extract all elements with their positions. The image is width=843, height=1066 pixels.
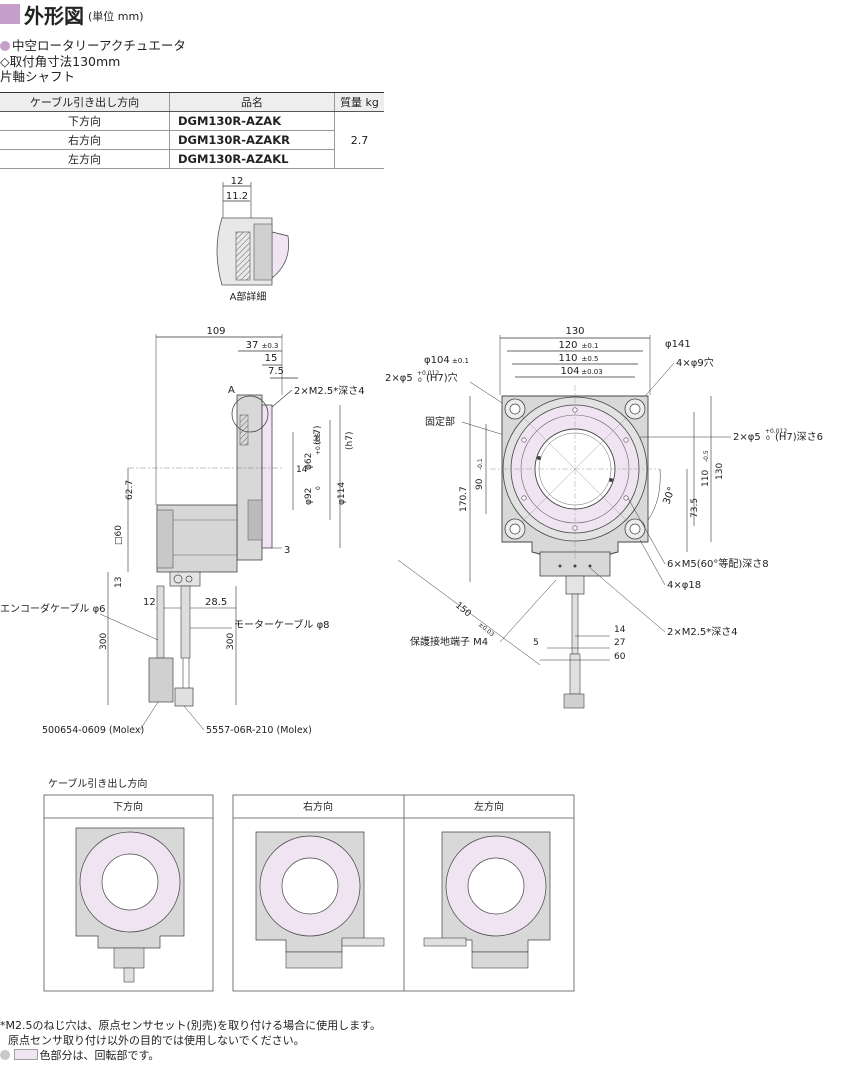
note-1: *M2.5のねじ穴は、原点センサセット(別売)を取り付ける場合に使用します。	[0, 1019, 381, 1032]
dim-120: 120	[558, 340, 577, 351]
dim-60-front: 60	[614, 652, 626, 662]
hole5-tol: +0.012	[417, 370, 439, 377]
table-row: 下方向 DGM130R-AZAK 2.7	[0, 111, 384, 169]
phi104-label: φ104	[424, 355, 450, 366]
hole5-fit: (H7)穴	[426, 371, 458, 384]
legend-dot-icon	[0, 1050, 10, 1060]
phi92-fit: (h7)	[345, 432, 355, 450]
phi92: φ92	[304, 488, 314, 505]
dim-62-7: 62.7	[125, 480, 135, 500]
phi62-tol: +0.035	[315, 433, 322, 455]
hole5-tol2: 0	[418, 377, 422, 384]
note-2: 原点センサ取り付け以外の目的では使用しないでください。	[8, 1034, 305, 1047]
dim-12: 12	[231, 176, 244, 187]
dim-130: 130	[565, 326, 584, 337]
phi62-fit: (H7)	[313, 425, 323, 445]
title-square-icon	[0, 4, 20, 24]
dim-170-7: 170.7	[459, 486, 469, 512]
detail-a-caption: A部詳細	[230, 290, 267, 303]
phi18-label: 4×φ18	[667, 580, 701, 591]
dim-73-5: 73.5	[690, 498, 700, 518]
cable-dir-left: 左方向	[474, 800, 504, 813]
dim-104-tol: ±0.03	[581, 368, 602, 376]
depth6-label: 2×φ5	[733, 432, 761, 443]
dim-150: 150	[453, 601, 473, 620]
table-row: 左方向 DGM130R-AZAKL	[0, 149, 384, 169]
title-block: 外形図 (単位 mm)	[0, 2, 144, 28]
phi92-tol: 0	[315, 486, 322, 490]
ground-label: 保護接地端子 M4	[410, 635, 488, 648]
dim-150-tol: ±0.03	[477, 621, 496, 638]
side-view: 109 37 ±0.3 15 7.5 A 2×M2.5*深さ4 14 φ62 +…	[0, 326, 365, 736]
header-direction: ケーブル引き出し方向	[0, 92, 170, 112]
dim-300a: 300	[99, 633, 109, 650]
dim-13: 13	[114, 577, 124, 588]
cable-dir-down: 下方向	[113, 800, 143, 813]
unit-label: (単位 mm)	[88, 10, 144, 23]
dim-3: 3	[284, 545, 290, 556]
m5-label: 6×M5(60°等配)深さ8	[667, 557, 769, 570]
connector-1-label: 500654-0609 (Molex)	[42, 725, 144, 736]
dim-7-5: 7.5	[268, 366, 284, 377]
note-3: 色部分は、回転部です。	[0, 1048, 381, 1063]
dim-37-tol: ±0.3	[262, 342, 279, 350]
product-name: 中空ロータリーアクチュエータ	[0, 38, 186, 53]
dim-300b: 300	[226, 633, 236, 650]
table-row: 右方向 DGM130R-AZAKR	[0, 130, 384, 150]
dim-12-side: 12	[143, 597, 156, 608]
spec-table: ケーブル引き出し方向 品名 質量 kg 下方向 DGM130R-AZAK 2.7…	[0, 92, 384, 169]
m25-side: 2×M2.5*深さ4	[294, 385, 365, 397]
dim-90-tol: -0.1	[477, 458, 484, 470]
dim-14: 14	[296, 465, 308, 475]
cable-direction-panel: ケーブル引き出し方向 下方向 右方向 左方向	[43, 777, 575, 992]
depth6-tol: +0.012	[765, 428, 787, 435]
hole9-label: 4×φ9穴	[676, 356, 714, 369]
header-model: 品名	[169, 92, 335, 112]
dim-14-front: 14	[614, 625, 626, 635]
cable-dir-title: ケーブル引き出し方向	[48, 777, 147, 790]
connector-2-label: 5557-06R-210 (Molex)	[206, 725, 312, 736]
dim-37: 37	[246, 340, 259, 351]
detail-a: 12 11.2 A部詳細	[216, 176, 290, 303]
cable-dir-right: 右方向	[303, 800, 333, 813]
dim-90: 90	[475, 478, 485, 490]
dim-110: 110	[558, 353, 577, 364]
depth6-tol2: 0	[766, 435, 770, 442]
phi62: φ62	[304, 453, 314, 470]
dim-110v: 110	[701, 470, 711, 487]
dim-110-tol: ±0.5	[582, 355, 599, 363]
hole5-label: 2×φ5	[385, 373, 413, 384]
product-shaft: 片軸シャフト	[0, 69, 76, 84]
phi141-label: φ141	[665, 339, 691, 350]
dim-28-5: 28.5	[205, 597, 227, 608]
dim-11-2: 11.2	[226, 191, 248, 202]
notes: *M2.5のねじ穴は、原点センサセット(別売)を取り付ける場合に使用します。 原…	[0, 1018, 381, 1063]
phi104-tol: ±0.1	[452, 357, 469, 365]
label-a: A	[228, 385, 235, 396]
dim-104: 104	[560, 366, 579, 377]
fixed-part-label: 固定部	[425, 415, 455, 428]
header-mass: 質量 kg	[334, 92, 384, 112]
dim-5: 5	[533, 638, 539, 648]
dim-109: 109	[206, 326, 225, 337]
product-size: ◇取付角寸法130mm	[0, 54, 121, 69]
bullet-icon	[0, 41, 10, 51]
dim-120-tol: ±0.1	[582, 342, 599, 350]
m25-front: 2×M2.5*深さ4	[667, 626, 738, 638]
legend-box-icon	[13, 1049, 38, 1060]
motor-cable-label: モーターケーブル φ8	[234, 618, 330, 631]
phi114: φ114	[337, 482, 347, 505]
dim-30deg: 30°	[661, 486, 677, 506]
dim-130v: 130	[715, 463, 725, 480]
page-title: 外形図	[24, 3, 84, 28]
dim-15: 15	[265, 353, 278, 364]
dim-110v-tol: -0.5	[703, 450, 710, 462]
dim-60: □60	[114, 525, 124, 545]
encoder-cable-label: エンコーダケーブル φ6	[0, 602, 106, 615]
mass-cell: 2.7	[334, 111, 384, 169]
depth6-fit: (H7)深さ6	[775, 431, 823, 443]
front-view: 130 120 ±0.1 110 ±0.5 104 ±0.03 φ104 ±0.…	[385, 326, 823, 709]
dim-27: 27	[614, 638, 625, 648]
